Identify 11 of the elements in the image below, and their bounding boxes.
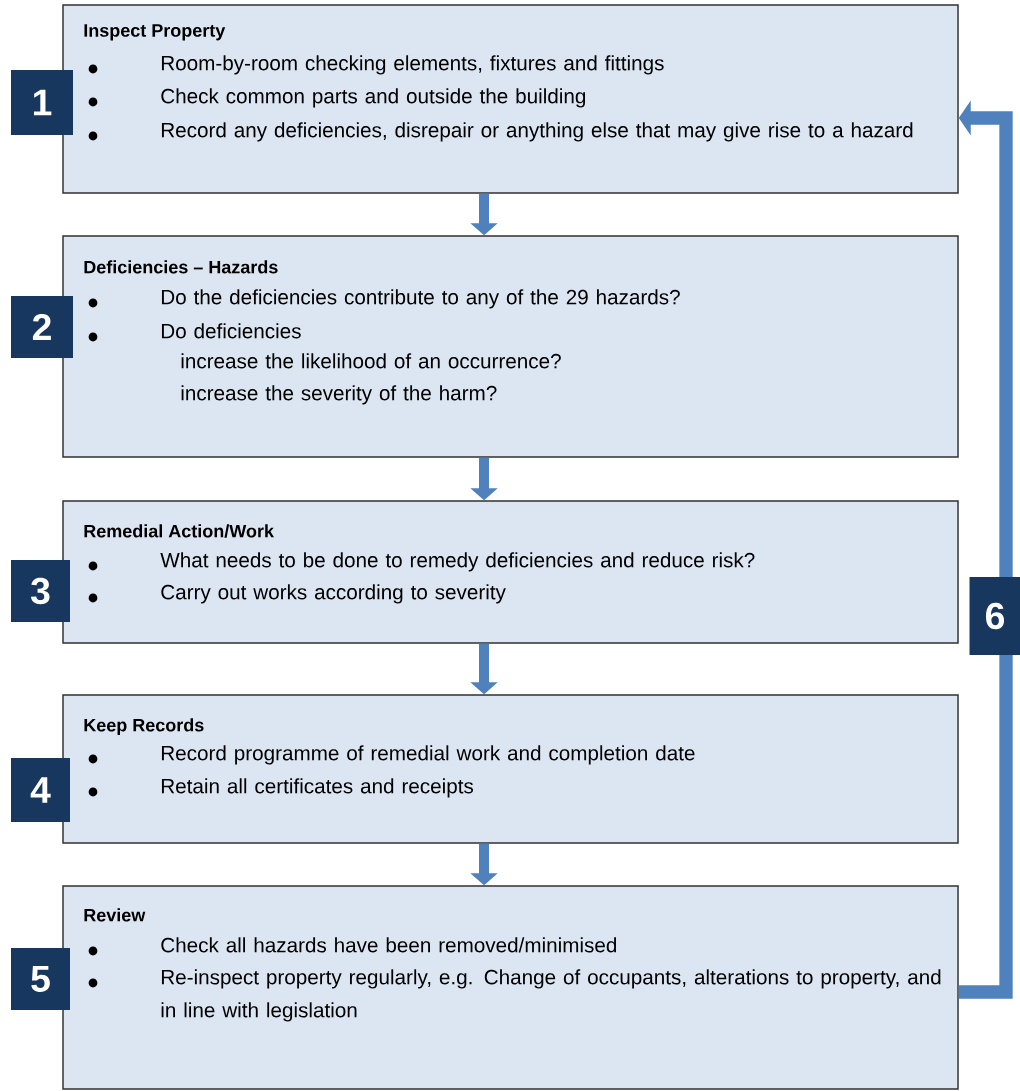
edge-label: 6	[969, 577, 1020, 655]
process-box: Remedial Action/Work What needs to be done to remedy deficiencies and reduce risk? Carry out works according to severity	[62, 500, 959, 644]
process-box: Review Check all hazards have been removed/minimised Re-inspect property regularly, e.g. Change of occupants, alterations to property, and in line with legislation	[62, 885, 959, 1090]
process-box: Inspect Property Room-by-room checking elements, fixtures and fittings Check common parts and outside the building Record any deficiencies, disrepair or anything else that may give rise to a hazard	[62, 4, 959, 194]
step-number: 4	[11, 758, 70, 822]
step-number: 2	[11, 296, 73, 358]
step-number: 3	[11, 560, 70, 622]
step-number: 1	[11, 70, 73, 135]
step-number: 5	[11, 948, 70, 1010]
process-box: Deficiencies – Hazards Do the deficiencies contribute to any of the 29 hazards? Do deficiencies increase the likelihood of an occurrence? increase the severity of the harm?	[62, 235, 959, 458]
process-box: Keep Records Record programme of remedial work and completion date Retain all certificates and receipts	[62, 694, 959, 844]
